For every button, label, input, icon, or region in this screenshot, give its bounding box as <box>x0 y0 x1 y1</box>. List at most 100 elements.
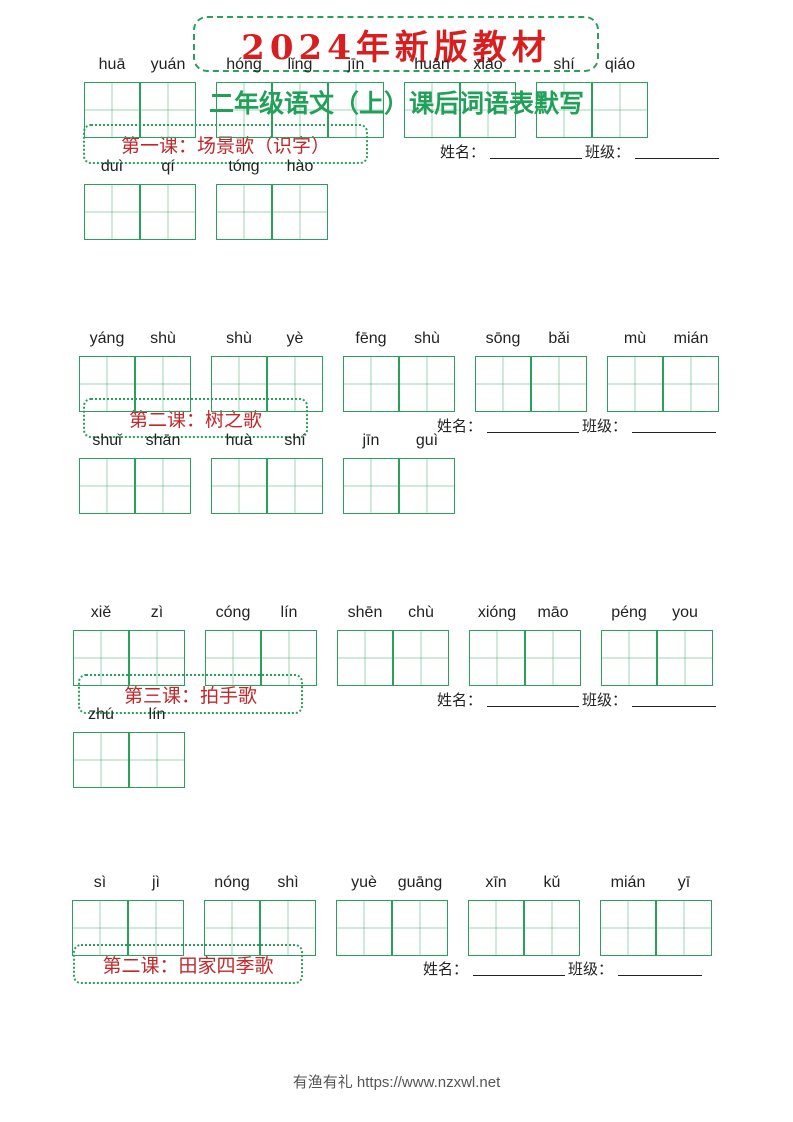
writing-cell[interactable] <box>73 630 129 686</box>
class-field[interactable] <box>632 706 716 707</box>
writing-cell[interactable] <box>267 356 323 412</box>
writing-cell[interactable] <box>592 82 648 138</box>
writing-cell[interactable] <box>460 82 516 138</box>
writing-cell[interactable] <box>140 184 196 240</box>
pinyin-label: zì <box>150 604 164 621</box>
writing-cell[interactable] <box>72 900 128 956</box>
writing-cell[interactable] <box>328 82 384 138</box>
writing-cell[interactable] <box>399 458 455 514</box>
writing-cell[interactable] <box>607 356 663 412</box>
writing-cell[interactable] <box>601 630 657 686</box>
writing-cell[interactable] <box>343 458 399 514</box>
class-label: 班级： <box>582 691 628 709</box>
writing-cell[interactable] <box>204 900 260 956</box>
pinyin-label: chù <box>408 604 434 621</box>
pinyin-label: yè <box>286 330 304 347</box>
writing-cell[interactable] <box>216 184 272 240</box>
writing-cell[interactable] <box>468 900 524 956</box>
writing-cell[interactable] <box>135 458 191 514</box>
pinyin-label: shì <box>277 874 299 891</box>
writing-cell[interactable] <box>536 82 592 138</box>
pinyin-label: qiáo <box>604 56 636 73</box>
writing-cell[interactable] <box>261 630 317 686</box>
class-label: 班级： <box>568 960 614 978</box>
writing-cell[interactable] <box>73 732 129 788</box>
name-field[interactable] <box>487 706 579 707</box>
pinyin-label: shān <box>145 432 181 449</box>
name-field[interactable] <box>473 975 565 976</box>
pinyin-label: mù <box>623 330 647 347</box>
pinyin-label: jīn <box>362 432 380 449</box>
pinyin-label: qí <box>161 158 175 175</box>
writing-cell[interactable] <box>128 900 184 956</box>
writing-cell[interactable] <box>129 630 185 686</box>
pinyin-label: duì <box>100 158 124 175</box>
pinyin-label: xiě <box>90 604 112 621</box>
writing-cell[interactable] <box>260 900 316 956</box>
pinyin-label: yuè <box>351 874 377 891</box>
lesson-title: 第二课：田家四季歌 <box>73 944 303 984</box>
class-field[interactable] <box>618 975 702 976</box>
writing-cell[interactable] <box>211 356 267 412</box>
pinyin-label: lǐng <box>287 56 313 73</box>
writing-cell[interactable] <box>267 458 323 514</box>
writing-cell[interactable] <box>84 184 140 240</box>
name-field[interactable] <box>487 432 579 433</box>
writing-cell[interactable] <box>392 900 448 956</box>
writing-cell[interactable] <box>216 82 272 138</box>
writing-cell[interactable] <box>140 82 196 138</box>
pinyin-label: lín <box>148 706 166 723</box>
writing-cell[interactable] <box>404 82 460 138</box>
writing-cell[interactable] <box>79 458 135 514</box>
name-field[interactable] <box>490 158 582 159</box>
writing-cell[interactable] <box>663 356 719 412</box>
writing-cell[interactable] <box>129 732 185 788</box>
writing-cell[interactable] <box>336 900 392 956</box>
writing-cell[interactable] <box>475 356 531 412</box>
pinyin-label: hóng <box>226 56 262 73</box>
pinyin-label: huā <box>98 56 126 73</box>
writing-cell[interactable] <box>79 356 135 412</box>
pinyin-label: xiào <box>473 56 503 73</box>
writing-cell[interactable] <box>525 630 581 686</box>
writing-cell[interactable] <box>205 630 261 686</box>
pinyin-label: xióng <box>477 604 517 621</box>
class-label: 班级： <box>585 143 631 161</box>
writing-cell[interactable] <box>657 630 713 686</box>
pinyin-label: jì <box>152 874 160 891</box>
pinyin-label: huān <box>414 56 450 73</box>
writing-cell[interactable] <box>135 356 191 412</box>
class-label: 班级： <box>582 417 628 435</box>
writing-cell[interactable] <box>343 356 399 412</box>
writing-cell[interactable] <box>393 630 449 686</box>
pinyin-label: shí <box>553 56 575 73</box>
pinyin-label: jīn <box>347 56 365 73</box>
writing-cell[interactable] <box>211 458 267 514</box>
writing-cell[interactable] <box>84 82 140 138</box>
pinyin-label: mián <box>673 330 709 347</box>
writing-cell[interactable] <box>272 82 328 138</box>
writing-cell[interactable] <box>524 900 580 956</box>
name-label: 姓名： <box>437 417 483 435</box>
writing-cell[interactable] <box>600 900 656 956</box>
pinyin-label: kǔ <box>543 874 561 891</box>
pinyin-label: shù <box>226 330 252 347</box>
pinyin-label: xīn <box>485 874 507 891</box>
writing-cell[interactable] <box>531 356 587 412</box>
pinyin-label: bǎi <box>548 330 570 347</box>
pinyin-label: mián <box>610 874 646 891</box>
writing-cell[interactable] <box>272 184 328 240</box>
pinyin-label: māo <box>537 604 569 621</box>
pinyin-label: yī <box>677 874 691 891</box>
writing-cell[interactable] <box>469 630 525 686</box>
pinyin-label: cóng <box>215 604 251 621</box>
class-field[interactable] <box>632 432 716 433</box>
pinyin-label: shù <box>150 330 176 347</box>
writing-cell[interactable] <box>656 900 712 956</box>
writing-cell[interactable] <box>337 630 393 686</box>
name-label: 姓名： <box>437 691 483 709</box>
class-field[interactable] <box>635 158 719 159</box>
writing-cell[interactable] <box>399 356 455 412</box>
page-title: 2024年新版教材 <box>241 27 551 68</box>
pinyin-label: shēn <box>347 604 383 621</box>
